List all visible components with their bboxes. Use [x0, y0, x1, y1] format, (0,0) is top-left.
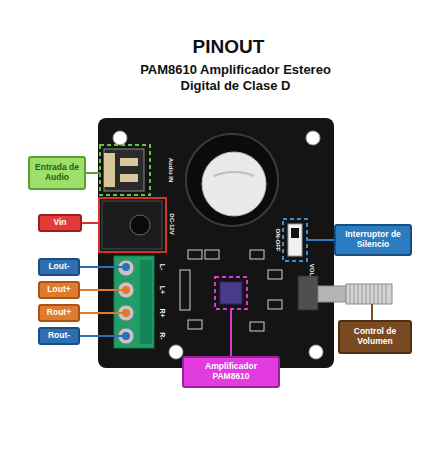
- dc-jack-socket: [130, 215, 150, 235]
- highlight-outline: [99, 198, 166, 252]
- silkscreen-label: VOL: [309, 264, 315, 276]
- potentiometer-shaft: [346, 284, 392, 304]
- callout-text: Lout+: [47, 285, 70, 295]
- smd-part: [188, 320, 202, 329]
- callout-box: Rout+: [38, 304, 80, 322]
- callout-text: Rout+: [47, 308, 71, 318]
- leader-line: [82, 222, 99, 224]
- highlight-outline: [215, 277, 247, 309]
- subtitle: PAM8610 Amplificador Estereo Digital de …: [128, 62, 343, 95]
- node-text-group: Lout+: [47, 285, 70, 295]
- audio-jack-pin: [120, 174, 138, 182]
- amplifier-chip: [220, 282, 242, 304]
- silkscreen-label: DC-12V: [169, 213, 175, 234]
- leader-dot: [122, 263, 130, 271]
- potentiometer-bushing: [318, 286, 346, 302]
- silkscreen-label: Audio IN: [168, 158, 174, 183]
- leader-line: [230, 309, 232, 356]
- inductor-outline: [180, 270, 190, 310]
- node-text-group: Amplificador PAM8610: [186, 362, 276, 382]
- smd-part: [268, 300, 282, 309]
- callout-text: Lout-: [48, 262, 69, 272]
- silkscreen-label: R-: [159, 332, 166, 339]
- callout-text: Control de Volumen: [342, 327, 408, 347]
- potentiometer-body: [298, 276, 318, 310]
- smd-part: [188, 250, 202, 259]
- mount-hole: [169, 345, 183, 359]
- audio-jack: [104, 149, 144, 191]
- callout-text: Entrada de Audio: [32, 163, 82, 183]
- pcb-board: [98, 118, 334, 368]
- mount-hole: [309, 345, 323, 359]
- silkscreen-label: L-: [159, 264, 166, 271]
- callout-text: Interruptor de Silencio: [338, 230, 408, 250]
- callout-box: Amplificador PAM8610: [182, 356, 280, 388]
- callout-box: Lout-: [38, 258, 80, 276]
- leader-line: [86, 172, 100, 174]
- node-text-group: Vin: [53, 218, 66, 228]
- smd-part: [250, 322, 264, 331]
- silkscreen-label: ON-OFF: [275, 229, 281, 252]
- capacitor: [186, 134, 278, 226]
- callout-box: Vin: [38, 214, 82, 232]
- smd-part: [268, 270, 282, 279]
- callout-box: Interruptor de Silencio: [334, 224, 412, 256]
- leader-line: [80, 312, 126, 314]
- audio-jack-face: [104, 153, 115, 187]
- mute-switch-slider: [291, 228, 299, 238]
- mount-hole: [306, 131, 320, 145]
- callout-box: Control de Volumen: [338, 320, 412, 354]
- silkscreen-label: R+: [159, 308, 166, 317]
- capacitor-top: [202, 152, 266, 216]
- diagram-title: PINOUT: [10, 36, 447, 58]
- audio-jack-pin: [120, 158, 138, 166]
- node-text-group: Interruptor de Silencio: [338, 230, 408, 250]
- smd-part: [250, 250, 264, 259]
- callout-text: Rout-: [48, 331, 70, 341]
- shaft-knurl: [350, 284, 386, 304]
- callout-box: Rout-: [38, 327, 80, 345]
- callout-text: Vin: [53, 218, 66, 228]
- node-text-group: Lout-: [48, 262, 69, 272]
- highlight-outline: [283, 219, 307, 261]
- leader-line: [80, 289, 126, 291]
- callout-text: Amplificador PAM8610: [186, 362, 276, 382]
- node-text-group: Rout+: [47, 308, 71, 318]
- node-text-group: Control de Volumen: [342, 327, 408, 347]
- callout-box: Lout+: [38, 281, 80, 299]
- leader-dot: [122, 309, 130, 317]
- node-text-group: Entrada de Audio: [32, 163, 82, 183]
- silkscreen-label: L+: [159, 286, 166, 294]
- leader-dot: [122, 332, 130, 340]
- highlight-outline: [100, 145, 150, 195]
- leader-line: [371, 304, 373, 320]
- capacitor-vent: [214, 172, 254, 176]
- terminal-block: [114, 256, 154, 348]
- leader-line: [307, 239, 334, 241]
- node-text-group: Rout-: [48, 331, 70, 341]
- smd-part: [205, 250, 219, 259]
- leader-dot: [122, 286, 130, 294]
- callout-box: Entrada de Audio: [28, 156, 86, 190]
- leader-line: [80, 266, 126, 268]
- mount-hole: [113, 131, 127, 145]
- dc-jack: [102, 201, 162, 249]
- mute-switch: [288, 224, 302, 256]
- terminal-block-side: [140, 260, 152, 344]
- leader-line: [80, 335, 126, 337]
